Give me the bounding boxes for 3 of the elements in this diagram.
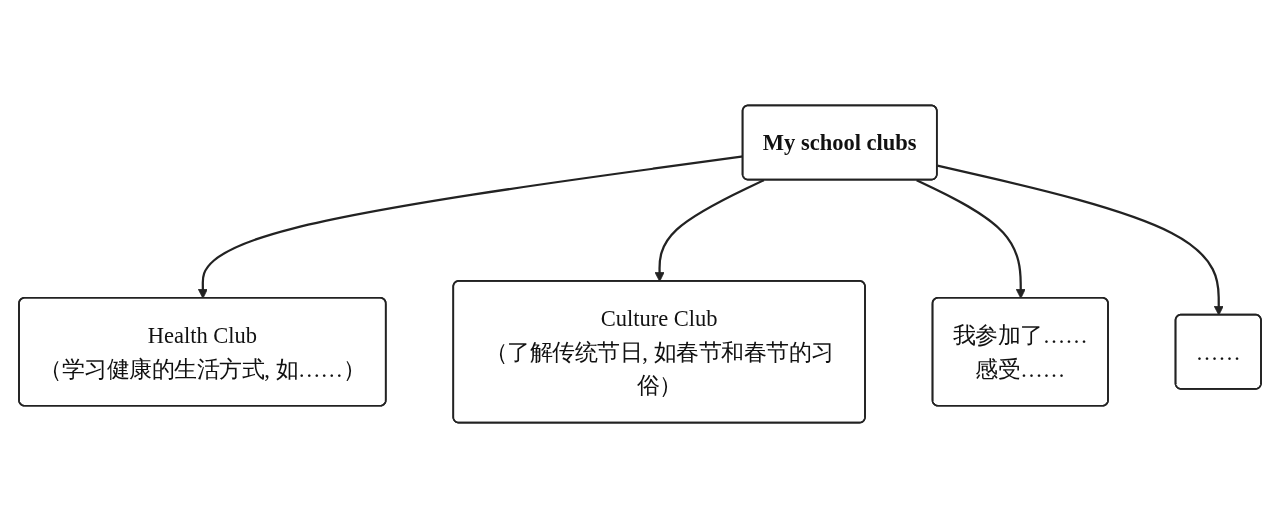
arrow — [916, 179, 1026, 299]
arrow — [654, 179, 765, 282]
arrow — [937, 164, 1224, 316]
